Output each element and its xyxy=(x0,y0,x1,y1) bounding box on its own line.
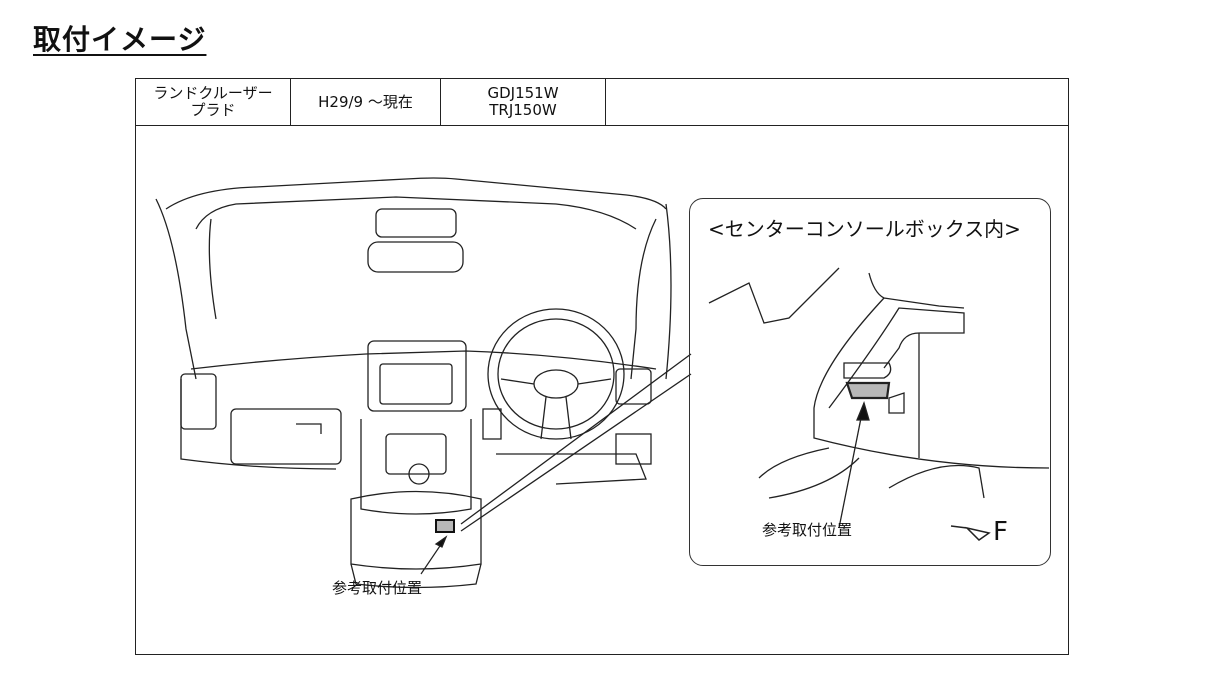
front-direction-label: F xyxy=(993,517,1008,547)
model-code-1: GDJ151W xyxy=(487,84,559,102)
period-cell: H29/9 ～現在 xyxy=(291,79,441,125)
main-position-label: 参考取付位置 xyxy=(332,579,423,597)
model-name-line1: ランドクルーザー xyxy=(153,84,273,102)
page-title: 取付イメージ xyxy=(33,23,207,56)
vehicle-info-header: ランドクルーザー プラド H29/9 ～現在 GDJ151W TRJ150W xyxy=(136,79,1068,126)
installation-figure-frame: ランドクルーザー プラド H29/9 ～現在 GDJ151W TRJ150W xyxy=(135,78,1069,655)
center-console-inset: <センターコンソールボックス内> 参考取付位置 F xyxy=(689,198,1051,566)
inset-position-label: 参考取付位置 xyxy=(762,521,853,539)
period-text: H29/9 ～現在 xyxy=(318,92,413,111)
model-cell: ランドクルーザー プラド xyxy=(136,79,291,125)
model-name-line2: プラド xyxy=(190,101,236,119)
code-cell: GDJ151W TRJ150W xyxy=(441,79,606,125)
model-code-2: TRJ150W xyxy=(489,101,557,119)
inset-title: <センターコンソールボックス内> xyxy=(708,217,1021,241)
dashboard-illustration xyxy=(155,177,1050,589)
